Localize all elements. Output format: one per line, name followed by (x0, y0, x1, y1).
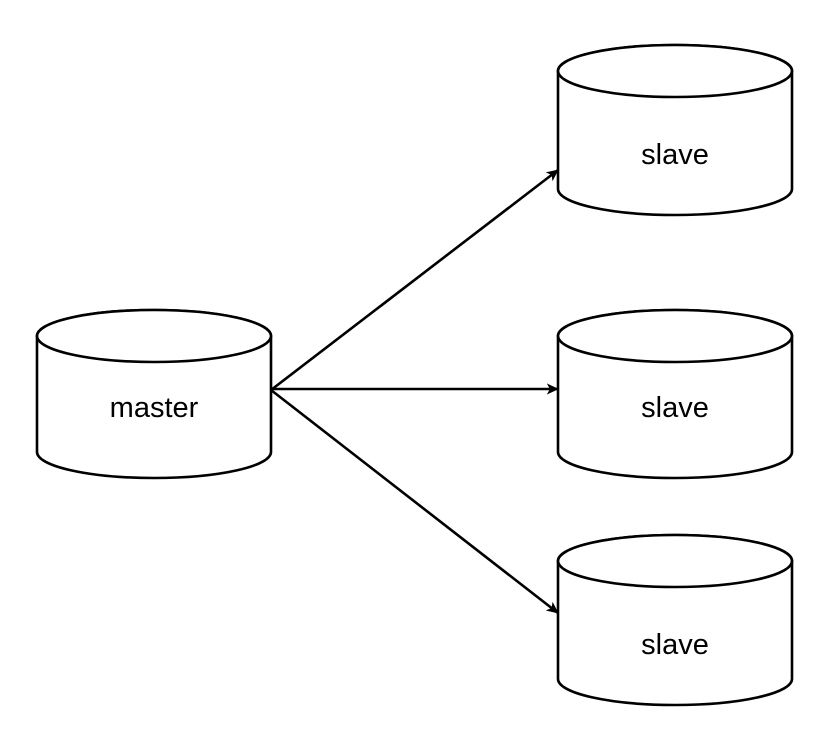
node-slave-3[interactable]: slave (556, 533, 794, 707)
cylinder-top-master (35, 308, 273, 364)
edge-line-master-to-slave-1[interactable] (270, 168, 559, 392)
node-label-slave-3: slave (641, 629, 709, 661)
cylinder-top-slave-2 (556, 308, 794, 364)
edge-master-slave-3[interactable] (270, 388, 559, 615)
cylinder-top-slave-3 (556, 533, 794, 589)
node-group: master slave slave slave (35, 43, 794, 707)
node-label-master: master (110, 392, 199, 424)
node-label-slave-2: slave (641, 392, 709, 424)
cylinder-top-slave-1 (556, 43, 794, 99)
edge-master-slave-1[interactable] (270, 168, 559, 392)
node-master[interactable]: master (35, 308, 273, 480)
node-slave-2[interactable]: slave (556, 308, 794, 480)
node-slave-1[interactable]: slave (556, 43, 794, 217)
node-label-slave-1: slave (641, 139, 709, 171)
edge-line-master-to-slave-3[interactable] (270, 388, 559, 615)
edge-group (270, 168, 559, 615)
